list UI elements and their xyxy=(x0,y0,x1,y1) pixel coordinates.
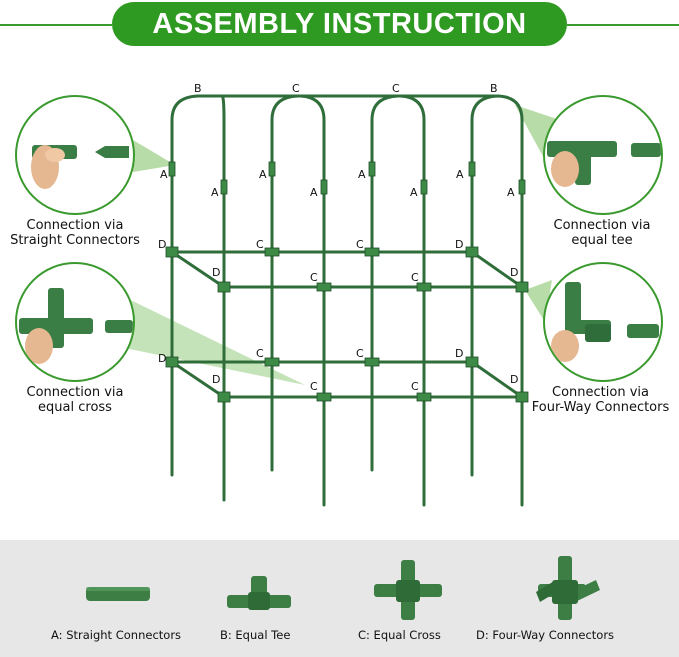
connector-legend-panel: A: Straight Connectors B: Equal Tee C: E… xyxy=(0,540,679,657)
label-c: C xyxy=(392,82,400,95)
legend-c: C: Equal Cross xyxy=(358,628,441,642)
label-a: A xyxy=(160,168,168,181)
caption-line: equal cross xyxy=(38,400,112,415)
label-a: A xyxy=(211,186,219,199)
label-c: C xyxy=(356,347,364,360)
trellis-frame-diagram: B C C B A A A A A A A A D C C D D C C D … xyxy=(110,82,560,507)
caption-line: Four-Way Connectors xyxy=(531,400,670,415)
callout-circle-fourway xyxy=(543,262,663,382)
label-c: C xyxy=(256,347,264,360)
label-d: D xyxy=(510,266,518,279)
equal-tee-icon xyxy=(227,576,291,610)
caption-line: equal tee xyxy=(571,233,633,248)
four-way-connector-icon xyxy=(536,556,600,620)
header-rule-right xyxy=(567,24,679,26)
legend-a: A: Straight Connectors xyxy=(51,628,182,642)
caption-line: Connection via xyxy=(26,385,124,400)
caption-line: Connection via xyxy=(26,218,124,233)
callout-wedge-straight xyxy=(133,140,175,172)
callout-wedge-cross xyxy=(110,290,305,385)
label-c: C xyxy=(411,271,419,284)
equal-tee-photo-icon xyxy=(547,141,661,187)
caption-tee: Connection via equal tee xyxy=(527,218,677,248)
frame-pipes xyxy=(170,94,524,507)
equal-cross-icon xyxy=(374,560,442,620)
callout-circle-cross xyxy=(15,262,135,382)
label-b: B xyxy=(194,82,202,95)
header-rule-left xyxy=(0,24,112,26)
straight-connector-icon xyxy=(86,587,150,601)
label-d: D xyxy=(510,373,518,386)
page-title: ASSEMBLY INSTRUCTION xyxy=(152,7,527,40)
label-d: D xyxy=(455,238,463,251)
label-a: A xyxy=(410,186,418,199)
callout-circle-tee xyxy=(543,95,663,215)
label-c: C xyxy=(292,82,300,95)
label-b: B xyxy=(490,82,498,95)
four-way-connector-photo-icon xyxy=(551,282,659,362)
title-banner: ASSEMBLY INSTRUCTION xyxy=(112,2,567,46)
frame-connectors xyxy=(165,161,529,403)
label-a: A xyxy=(358,168,366,181)
label-d: D xyxy=(158,238,166,251)
label-c: C xyxy=(310,271,318,284)
label-c: C xyxy=(310,380,318,393)
caption-line: Connection via xyxy=(553,218,651,233)
label-c: C xyxy=(256,238,264,251)
caption-line: Connection via xyxy=(552,385,649,400)
label-d: D xyxy=(212,373,220,386)
straight-connector-photo-icon xyxy=(31,145,129,189)
caption-cross: Connection via equal cross xyxy=(0,385,150,415)
label-a: A xyxy=(507,186,515,199)
label-a: A xyxy=(456,168,464,181)
label-c: C xyxy=(411,380,419,393)
caption-straight: Connection via Straight Connectors xyxy=(0,218,150,248)
label-d: D xyxy=(455,347,463,360)
label-c: C xyxy=(356,238,364,251)
frame-letter-labels: B C C B A A A A A A A A D C C D D C C D … xyxy=(158,82,518,393)
caption-line: Straight Connectors xyxy=(10,233,140,248)
label-d: D xyxy=(212,266,220,279)
legend-d: D: Four-Way Connectors xyxy=(476,628,615,642)
legend-b: B: Equal Tee xyxy=(220,628,291,642)
equal-cross-photo-icon xyxy=(19,288,133,364)
caption-fourway: Connection via Four-Way Connectors xyxy=(522,385,679,415)
legend-connector-icons xyxy=(86,556,600,620)
label-a: A xyxy=(310,186,318,199)
label-d: D xyxy=(158,352,166,365)
callout-circle-straight xyxy=(15,95,135,215)
label-a: A xyxy=(259,168,267,181)
